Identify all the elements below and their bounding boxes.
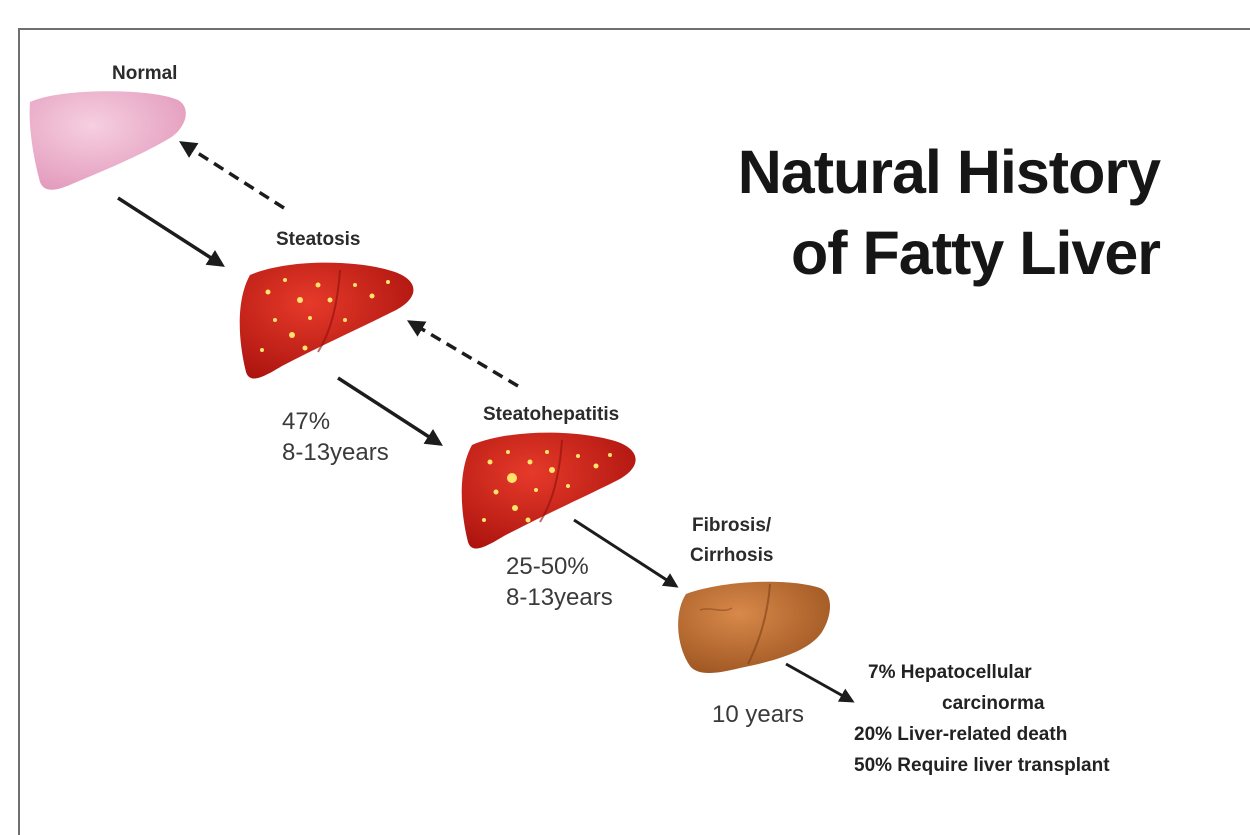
diagram-title: Natural History of Fatty Liver bbox=[600, 132, 1160, 294]
arrow-cirrhosis-to-outcomes bbox=[786, 664, 852, 701]
stage-label-steatohepatitis: Steatohepatitis bbox=[483, 404, 619, 426]
outcome-transplant: 50% Require liver transplant bbox=[854, 750, 1110, 781]
reversal-arrow-steatohepatitis-to-steatosis bbox=[410, 322, 518, 386]
reversal-arrow-steatosis-to-normal bbox=[182, 143, 284, 208]
cirrhosis-liver bbox=[678, 582, 830, 673]
transition-2-years: 8-13years bbox=[506, 582, 613, 613]
stage-label-normal: Normal bbox=[112, 63, 177, 85]
arrow-normal-to-steatosis bbox=[118, 198, 222, 265]
outcome-hcc-cont: carcinorma bbox=[854, 688, 1110, 719]
title-line-2: of Fatty Liver bbox=[600, 213, 1160, 294]
steatohepatitis-liver bbox=[462, 433, 636, 549]
stage-label-cirrhosis: Cirrhosis bbox=[690, 545, 773, 567]
outcome-liver-death: 20% Liver-related death bbox=[854, 719, 1110, 750]
arrow-steatohepatitis-to-cirrhosis bbox=[574, 520, 676, 586]
outcome-hcc: 7% Hepatocellular bbox=[854, 657, 1110, 688]
stage-label-steatosis: Steatosis bbox=[276, 229, 360, 251]
stage-label-fibrosis: Fibrosis/ bbox=[692, 515, 771, 537]
title-line-1: Natural History bbox=[600, 132, 1160, 213]
normal-liver bbox=[30, 91, 186, 190]
steatosis-liver bbox=[240, 263, 414, 379]
arrow-steatosis-to-steatohepatitis bbox=[338, 378, 440, 444]
transition-2-percent: 25-50% bbox=[506, 551, 589, 582]
transition-3-years: 10 years bbox=[712, 699, 804, 730]
transition-1-percent: 47% bbox=[282, 406, 330, 437]
transition-1-years: 8-13years bbox=[282, 437, 389, 468]
outcomes-list: 7% Hepatocellular carcinorma 20% Liver-r… bbox=[854, 657, 1110, 781]
